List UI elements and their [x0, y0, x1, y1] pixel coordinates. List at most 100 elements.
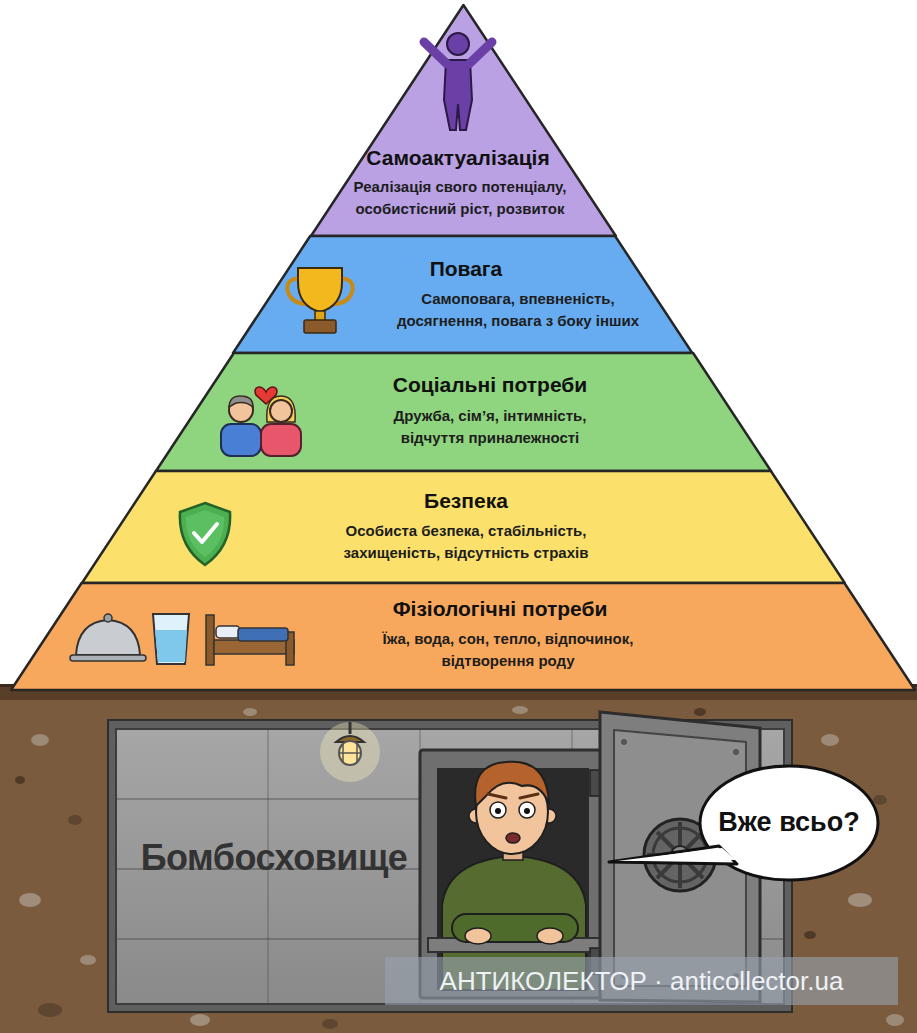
shield-icon-part [186, 510, 224, 557]
food-water-bed-icons-part [155, 630, 187, 662]
band-description: Реалізація свого потенціалу, особистісни… [325, 176, 595, 220]
soil-part [243, 708, 257, 716]
scared-man-part [520, 794, 538, 798]
soil-part [804, 931, 816, 939]
soil-part [848, 893, 872, 907]
band-fill [156, 353, 771, 471]
blast-door-part [653, 828, 707, 882]
food-water-bed-icons-part [214, 640, 294, 654]
self-actualization-icon-part [447, 33, 469, 55]
band-description: Дружба, сім’я, інтимність, відчуття прин… [365, 405, 615, 449]
scared-man-part [490, 802, 506, 818]
food-water-bed-icons-part [76, 620, 140, 655]
self-actualization-icon-part [444, 60, 472, 130]
scared-man-part [475, 762, 549, 806]
food-water-bed-icons-part [104, 614, 112, 622]
blast-door-part [590, 770, 604, 796]
couple-icon-part [270, 400, 292, 422]
social-band: Соціальні потребиДружба, сім’я, інтимніс… [156, 353, 771, 471]
blast-door-part [671, 846, 689, 864]
food-water-bed-icons-part [206, 615, 214, 665]
soil-part [322, 1019, 338, 1029]
speech-text: Вже всьо? [701, 806, 877, 838]
safety-band: БезпекаОсобиста безпека, стабільність, з… [82, 471, 845, 583]
scared-man-part [488, 794, 506, 798]
couple-icon [221, 387, 301, 456]
ceiling-lamp-part [339, 741, 361, 765]
scared-man [428, 762, 608, 990]
scared-man-part [537, 928, 563, 944]
self-actualization-icon-part [424, 42, 447, 64]
scared-man-part [428, 938, 608, 952]
blast-door-part [657, 832, 703, 878]
scared-man-part [519, 802, 535, 818]
soil-part [38, 1003, 62, 1017]
ceiling-lamp [320, 722, 380, 782]
food-water-bed-icons-part [70, 655, 146, 661]
soil-part [886, 1014, 904, 1026]
trophy-icon-part [332, 278, 353, 304]
band-heading: Фізіологічні потреби [310, 597, 690, 621]
soil [0, 684, 917, 1033]
scared-man-part [452, 914, 578, 942]
shield-icon-part [180, 503, 230, 565]
scared-man-part [542, 809, 556, 823]
soil-part [873, 795, 887, 805]
scared-man-part [476, 770, 548, 854]
soil-part [15, 776, 25, 784]
food-water-bed-icons-part [153, 614, 189, 664]
self-actualization-icon-part [469, 42, 492, 64]
food-water-bed-icons [70, 614, 294, 665]
trophy-icon-part [304, 320, 336, 333]
trophy-icon-part [315, 311, 325, 321]
band-heading: Повага [306, 257, 626, 281]
shelter-sign: Бомбосховище [114, 838, 434, 878]
watermark: АНТИКОЛЕКТОР · anticollector.ua [385, 957, 898, 1005]
ceiling-lamp-part [349, 722, 352, 734]
band-description: Їжа, вода, сон, тепло, відпочинок, відтв… [351, 628, 666, 672]
ceiling-lamp-part [342, 744, 344, 763]
soil-part [512, 706, 528, 714]
blast-door-part [614, 730, 746, 986]
band-fill [11, 583, 915, 690]
band-heading: Соціальні потреби [320, 373, 660, 397]
band-heading: Самоактуалізація [298, 146, 618, 170]
scared-man-part [495, 808, 501, 814]
blast-door-part [644, 819, 716, 891]
shield-icon-part [194, 524, 217, 542]
couple-icon-part [229, 398, 253, 422]
blast-door-part [678, 822, 682, 888]
self-actualization-icon [424, 33, 492, 130]
band-fill [82, 471, 845, 583]
blast-door-part [647, 853, 713, 857]
bubble-tail [609, 846, 737, 864]
blast-door-part [657, 832, 703, 878]
soil-part [31, 734, 49, 746]
esteem-band: ПовагаСамоповага, впевненість, досягненн… [233, 236, 692, 353]
self-actualization-band: СамоактуалізаціяРеалізація свого потенці… [311, 5, 616, 236]
physiological-band: Фізіологічні потребиЇжа, вода, сон, тепл… [11, 583, 915, 690]
scared-man-part [503, 842, 523, 860]
trophy-icon-part [287, 278, 308, 304]
trophy-icon-part [298, 268, 342, 312]
couple-icon-part [255, 387, 277, 404]
band-description: Особиста безпека, стабільність, захищені… [316, 520, 616, 564]
band-fill [233, 236, 692, 353]
band-fill [311, 5, 616, 236]
couple-icon-part [221, 424, 261, 456]
scared-man-part [524, 808, 530, 814]
soil-part [694, 708, 706, 716]
ceiling-lamp-part [339, 752, 361, 754]
shield-icon [180, 503, 230, 565]
couple-icon-part [261, 424, 301, 456]
blast-door-part [621, 739, 627, 745]
band-heading: Безпека [306, 489, 626, 513]
scared-man-part [506, 833, 520, 843]
soil-part [19, 893, 41, 907]
soil-part [821, 734, 839, 746]
scared-man-part [465, 928, 491, 944]
couple-icon-part [229, 396, 253, 407]
speech-bubble: Вже всьо? [697, 762, 881, 884]
food-water-bed-icons-part [286, 632, 294, 665]
